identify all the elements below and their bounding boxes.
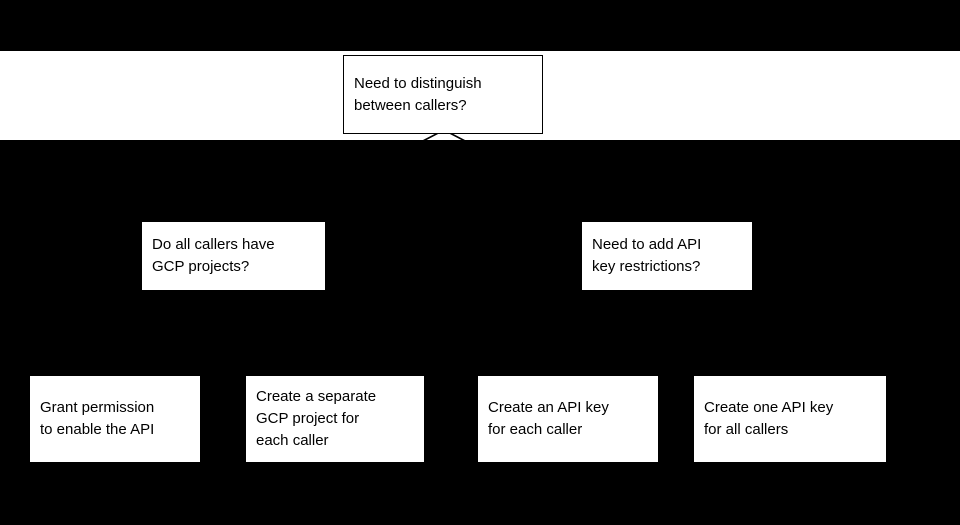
node-api-key-restrictions-question-label: Need to add API key restrictions? <box>592 236 702 275</box>
band-mask-decisions-mid <box>325 222 582 290</box>
node-root-question-label: Need to distinguish between callers? <box>354 74 482 114</box>
band-mask-decisions-right <box>752 222 960 290</box>
band-mask-outcomes-0 <box>0 376 30 462</box>
band-mask-outcomes-3 <box>658 376 694 462</box>
node-api-key-each-caller-outcome-label: Create an API key for each caller <box>488 399 609 438</box>
node-grant-permission-outcome[interactable]: Grant permission to enable the API <box>30 376 200 462</box>
node-gcp-projects-question[interactable]: Do all callers have GCP projects? <box>142 226 325 286</box>
node-api-key-all-callers-outcome-label: Create one API key for all callers <box>704 399 834 438</box>
node-api-key-all-callers-outcome[interactable]: Create one API key for all callers <box>694 376 886 462</box>
node-separate-project-outcome-label: Create a separate GCP project for each c… <box>256 388 377 449</box>
node-root-question[interactable]: Need to distinguish between callers? <box>343 55 543 134</box>
band-mask-outcomes-4 <box>886 376 960 462</box>
band-mask-decisions-left <box>0 222 142 290</box>
node-gcp-projects-question-label: Do all callers have GCP projects? <box>152 236 275 275</box>
node-api-key-restrictions-question[interactable]: Need to add API key restrictions? <box>582 226 752 286</box>
node-api-key-each-caller-outcome[interactable]: Create an API key for each caller <box>478 376 658 462</box>
node-separate-project-outcome[interactable]: Create a separate GCP project for each c… <box>246 376 424 462</box>
band-mask-outcomes-2 <box>424 376 478 462</box>
band-mask-outcomes-1 <box>200 376 246 462</box>
node-grant-permission-outcome-label: Grant permission to enable the API <box>40 399 155 438</box>
